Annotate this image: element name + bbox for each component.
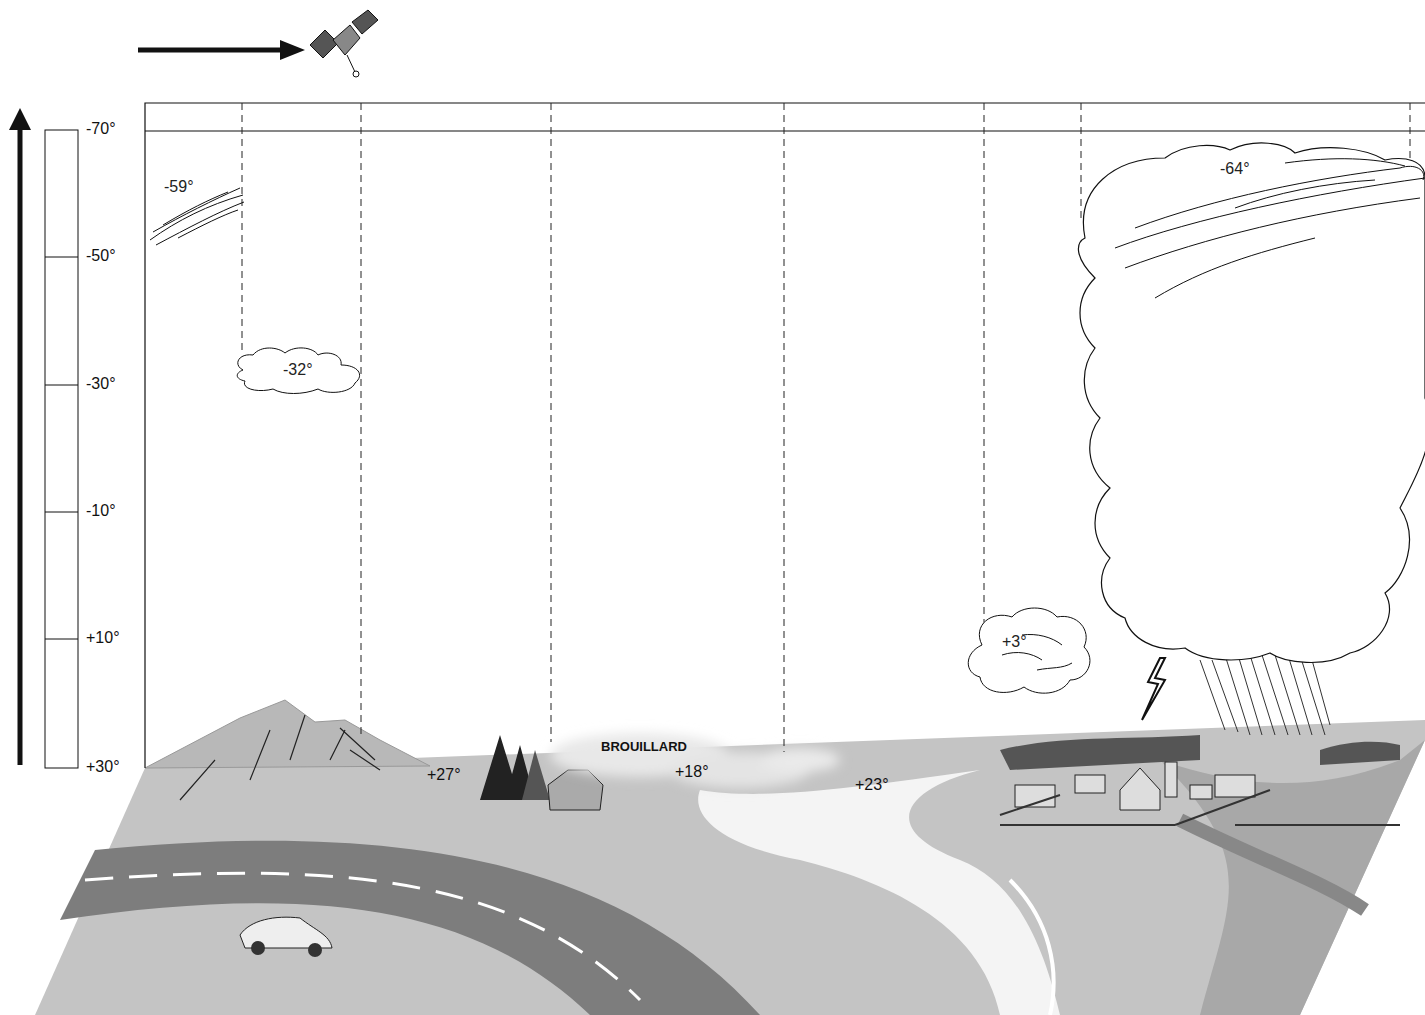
cumulonimbus-cloud-outline	[1055, 138, 1425, 663]
barn	[548, 770, 603, 810]
temperature-value: +3°	[1002, 633, 1027, 651]
fog	[550, 733, 840, 788]
scale-value: -10°	[86, 502, 116, 520]
temperature-value: -64°	[1220, 160, 1250, 178]
mountain-ridges	[180, 715, 380, 800]
fog-label: BROUILLARD	[601, 739, 687, 754]
arrow-head	[9, 108, 31, 130]
cumulus-cloud: +3°	[962, 605, 1097, 697]
arrow-head	[280, 40, 305, 60]
scale-value: +10°	[86, 629, 120, 647]
ground-temperature: +23°	[855, 776, 889, 794]
scale-value: -50°	[86, 247, 116, 265]
mountain	[145, 700, 430, 768]
scale-ticks	[45, 257, 78, 639]
tree	[522, 750, 550, 800]
fences	[1000, 790, 1400, 825]
ground-temperature: +27°	[427, 766, 461, 784]
altostratus-cloud: -32°	[233, 345, 365, 395]
altitude-arrow	[18, 125, 23, 765]
road-marking	[85, 873, 640, 1000]
scale-value: -70°	[86, 120, 116, 138]
satellite	[310, 10, 378, 77]
field	[1160, 740, 1425, 1015]
cirrus-cloud: -59°	[148, 170, 248, 250]
river	[1010, 880, 1054, 1015]
cirrus-cloud-outline	[148, 170, 248, 250]
lake	[698, 770, 1060, 1015]
cumulonimbus-cloud: -64°	[1055, 138, 1425, 663]
lightning	[1142, 658, 1165, 720]
scale-value: +30°	[86, 758, 120, 776]
car	[240, 917, 332, 957]
scale-value: -30°	[86, 375, 116, 393]
field-road	[1180, 820, 1365, 910]
farm-buildings	[1015, 762, 1255, 810]
ground-temperature: +18°	[675, 763, 709, 781]
temperature-value: -59°	[164, 178, 194, 196]
trees-right	[1320, 742, 1400, 765]
motion-arrow	[138, 48, 285, 53]
temperature-scale	[45, 130, 78, 768]
cumulus-cloud-outline	[962, 605, 1097, 697]
rain	[1200, 655, 1330, 735]
road	[60, 841, 760, 1015]
temperature-value: -32°	[283, 361, 313, 379]
